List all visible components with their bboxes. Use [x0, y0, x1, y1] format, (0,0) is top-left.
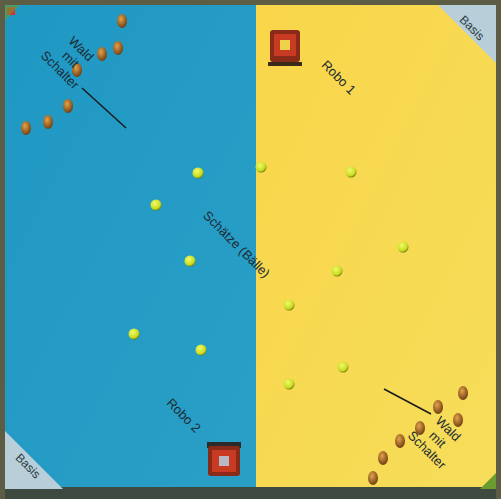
game-field: BasisBasisWald mit SchalterRobo 1Schätze… — [0, 0, 501, 499]
